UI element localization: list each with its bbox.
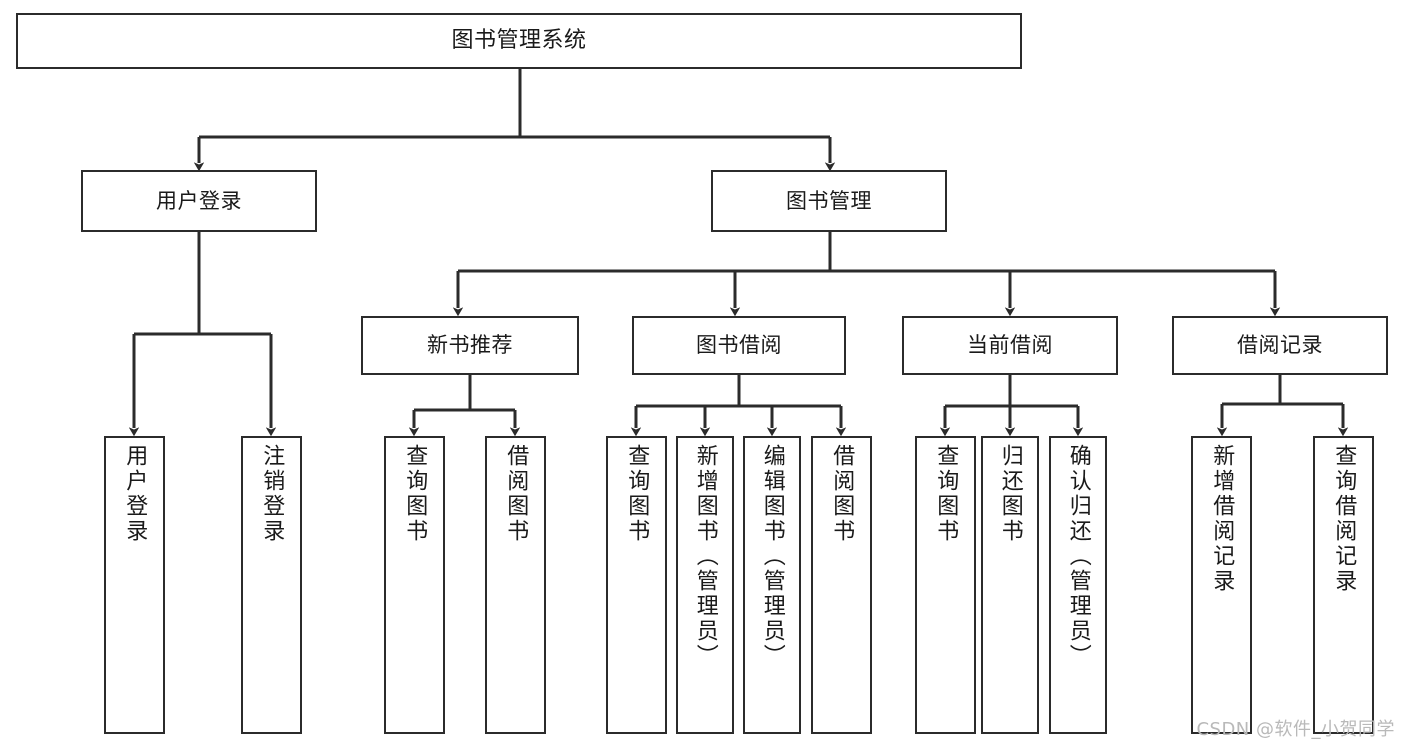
leaf-new-book-query[interactable]: 查询图书: [384, 436, 445, 734]
node-label: 新增借阅记录: [1209, 444, 1235, 594]
leaf-current-borrow-query[interactable]: 查询图书: [915, 436, 976, 734]
leaf-current-borrow-confirm-return[interactable]: 确认归还（管理员）: [1049, 436, 1107, 734]
node-label: 查询图书: [624, 444, 650, 544]
node-label: 图书借阅: [696, 333, 782, 358]
leaf-current-borrow-return[interactable]: 归还图书: [981, 436, 1039, 734]
node-label: 用户登录: [122, 444, 148, 544]
node-label: 图书管理: [786, 188, 872, 213]
node-label: 借阅图书: [503, 444, 529, 544]
node-current-borrow[interactable]: 当前借阅: [902, 316, 1118, 375]
node-label: 借阅记录: [1237, 333, 1323, 358]
node-label: 查询图书: [402, 444, 428, 544]
node-label: 确认归还（管理员）: [1065, 444, 1091, 669]
node-label: 查询图书: [933, 444, 959, 544]
leaf-book-borrow-add[interactable]: 新增图书（管理员）: [676, 436, 734, 734]
leaf-user-login-logout[interactable]: 注销登录: [241, 436, 302, 734]
node-borrow-record[interactable]: 借阅记录: [1172, 316, 1388, 375]
node-book-borrow[interactable]: 图书借阅: [632, 316, 846, 375]
node-label: 借阅图书: [829, 444, 855, 544]
node-book-management[interactable]: 图书管理: [711, 170, 947, 232]
leaf-user-login-login[interactable]: 用户登录: [104, 436, 165, 734]
leaf-new-book-borrow[interactable]: 借阅图书: [485, 436, 546, 734]
node-label: 新增图书（管理员）: [692, 444, 718, 669]
node-root-system[interactable]: 图书管理系统: [16, 13, 1022, 69]
node-label: 归还图书: [997, 444, 1023, 544]
node-user-login[interactable]: 用户登录: [81, 170, 317, 232]
node-label: 当前借阅: [967, 333, 1053, 358]
node-label: 用户登录: [156, 188, 242, 213]
node-label: 新书推荐: [427, 333, 513, 358]
leaf-book-borrow-borrow[interactable]: 借阅图书: [811, 436, 872, 734]
leaf-borrow-record-add[interactable]: 新增借阅记录: [1191, 436, 1252, 734]
node-label: 注销登录: [259, 444, 285, 544]
node-new-book-recommend[interactable]: 新书推荐: [361, 316, 579, 375]
leaf-book-borrow-edit[interactable]: 编辑图书（管理员）: [743, 436, 801, 734]
node-label: 编辑图书（管理员）: [759, 444, 785, 669]
node-label: 查询借阅记录: [1331, 444, 1357, 594]
leaf-borrow-record-query[interactable]: 查询借阅记录: [1313, 436, 1374, 734]
csdn-watermark: CSDN @软件_小贺同学: [1196, 719, 1395, 740]
leaf-book-borrow-query[interactable]: 查询图书: [606, 436, 667, 734]
node-label: 图书管理系统: [451, 28, 587, 54]
